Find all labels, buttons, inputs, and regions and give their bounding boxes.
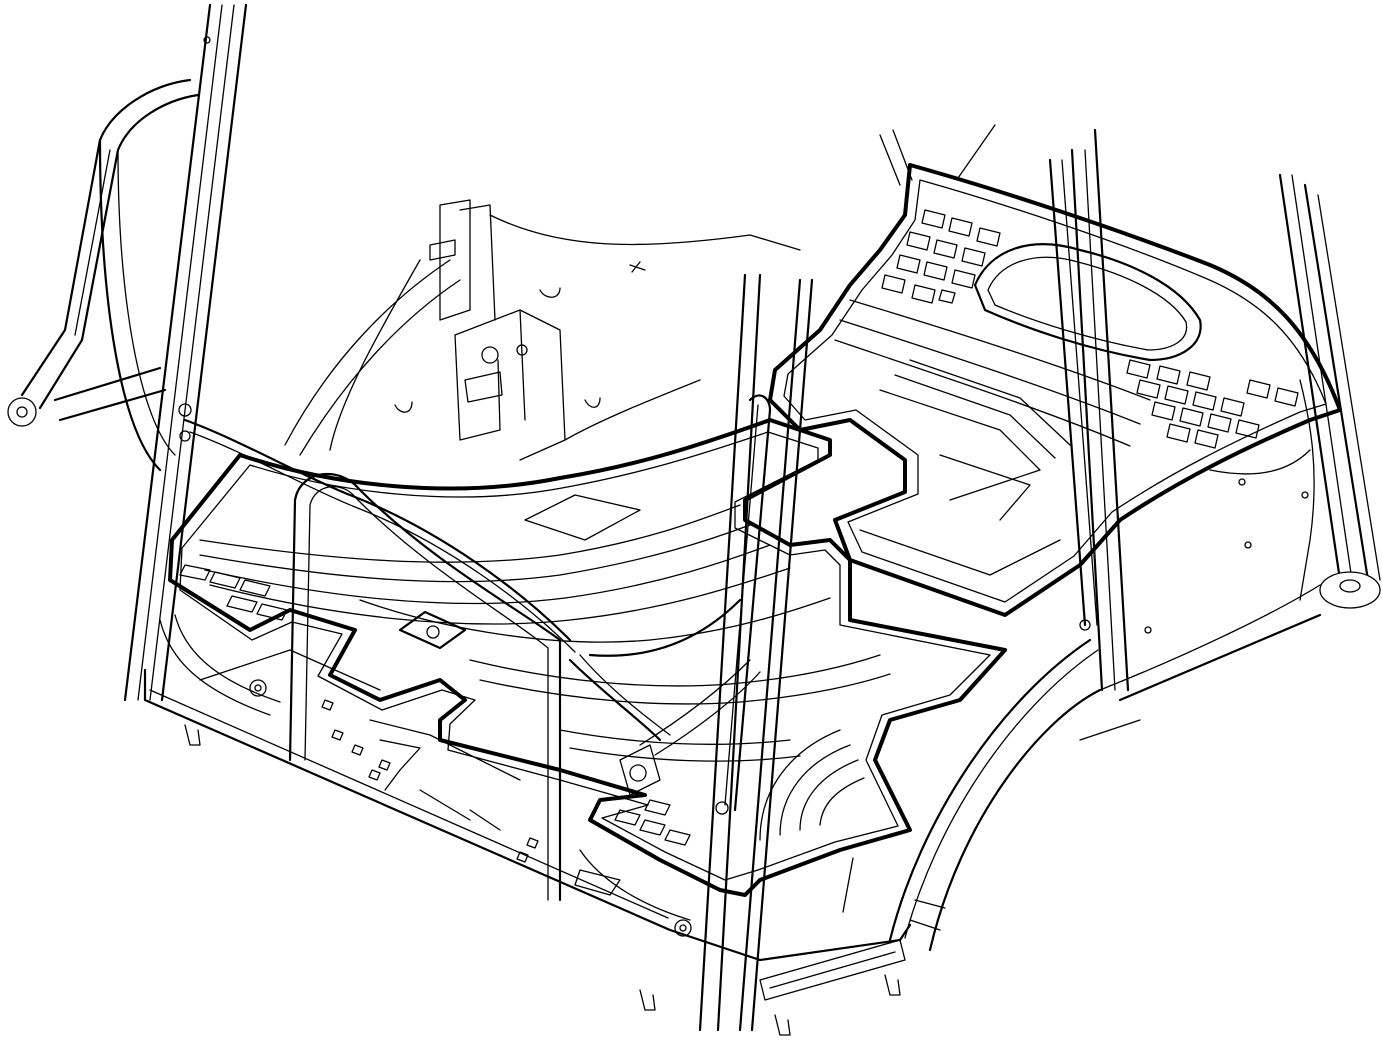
leader-line-rear-mat <box>842 857 854 913</box>
rear-wall-bracket <box>284 199 801 461</box>
right-side-panel <box>759 379 1322 1001</box>
callout-leaders <box>842 124 996 913</box>
center-rods <box>698 273 814 1032</box>
right-rear-pillars <box>879 128 1381 692</box>
left-handrail <box>7 78 200 472</box>
cab-base-frame <box>143 614 912 1036</box>
left-front-pillar <box>123 3 248 702</box>
leader-line-front-mat <box>957 124 996 179</box>
rear-floor-mat <box>168 418 1007 897</box>
seat-frame-rails <box>183 418 761 902</box>
front-floor-mat <box>768 163 1342 617</box>
